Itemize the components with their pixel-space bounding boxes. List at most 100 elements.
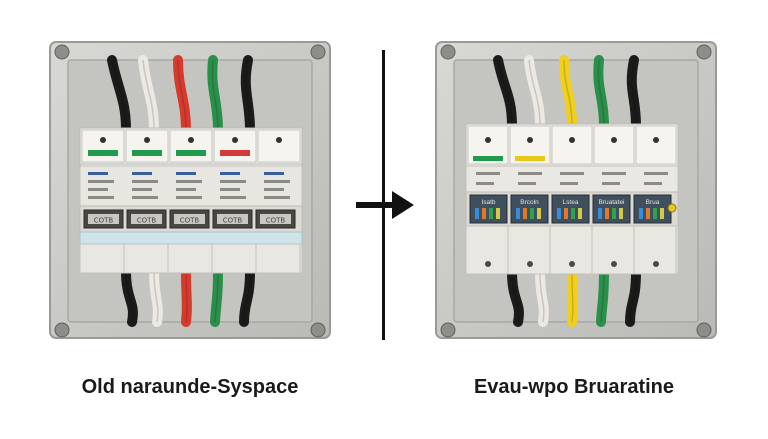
wire bbox=[173, 55, 191, 135]
wire bbox=[149, 266, 163, 327]
wire-strand bbox=[496, 208, 500, 219]
module-cover bbox=[635, 125, 677, 165]
status-indicator bbox=[132, 150, 162, 156]
spec-text-line bbox=[264, 180, 290, 183]
terminal-screw-icon bbox=[232, 137, 238, 143]
module-cover bbox=[213, 129, 257, 163]
spec-text-line bbox=[132, 196, 158, 199]
spec-text-line bbox=[176, 172, 196, 175]
terminal-screw-icon bbox=[527, 261, 533, 267]
screw-icon bbox=[440, 322, 456, 338]
wire-strand bbox=[660, 208, 664, 219]
wire bbox=[559, 55, 577, 131]
spec-text-line bbox=[88, 172, 108, 175]
wires-top bbox=[493, 55, 641, 131]
terminal-screw-icon bbox=[100, 137, 106, 143]
spec-text-line bbox=[132, 188, 152, 191]
wire bbox=[507, 267, 524, 327]
wire-strand bbox=[516, 208, 520, 219]
wire bbox=[138, 55, 159, 135]
terminal-screw-icon bbox=[569, 137, 575, 143]
caption-new: Evau-wpo Bruaratine bbox=[473, 376, 675, 398]
wire bbox=[493, 55, 517, 131]
terminal-screw-icon bbox=[611, 261, 617, 267]
wires-bottom bbox=[121, 266, 255, 327]
spec-text-line bbox=[518, 172, 542, 175]
wire bbox=[593, 55, 609, 131]
screw-icon bbox=[54, 322, 70, 338]
terminal-screw-icon bbox=[276, 137, 282, 143]
spec-text-line bbox=[476, 172, 500, 175]
breaker-window bbox=[88, 214, 119, 224]
breaker-label: Isatb bbox=[481, 199, 495, 206]
module-cover bbox=[169, 129, 213, 163]
terminal-screw-icon bbox=[485, 137, 491, 143]
status-indicator bbox=[220, 150, 250, 156]
terminal-screw-icon bbox=[527, 137, 533, 143]
wire-strand bbox=[564, 208, 568, 219]
wire-strand bbox=[612, 208, 616, 219]
wire-strand bbox=[571, 208, 575, 219]
breaker-label: COTB bbox=[180, 217, 200, 225]
breaker-label: COTB bbox=[266, 217, 286, 225]
spec-text-line bbox=[560, 172, 584, 175]
spec-text-line bbox=[476, 182, 494, 185]
module-cover bbox=[81, 129, 125, 163]
breaker-window bbox=[131, 214, 162, 224]
breaker-label: COTB bbox=[94, 217, 114, 225]
breaker-label: COTB bbox=[223, 217, 243, 225]
wire bbox=[210, 266, 223, 327]
module-cover bbox=[257, 129, 301, 163]
terminal-screw-icon bbox=[485, 261, 491, 267]
terminal-screw-icon bbox=[653, 137, 659, 143]
spec-text-line bbox=[644, 182, 662, 185]
spec-text-line bbox=[88, 180, 114, 183]
spec-text-line bbox=[220, 180, 246, 183]
wire-strand bbox=[489, 208, 493, 219]
spec-text-line bbox=[220, 172, 240, 175]
breaker-label: Brua bbox=[646, 199, 660, 206]
status-indicator bbox=[88, 150, 118, 156]
wire-strand bbox=[598, 208, 602, 219]
wire bbox=[239, 266, 255, 327]
right-arrow-icon bbox=[356, 191, 414, 224]
wire-strand bbox=[578, 208, 582, 219]
wire bbox=[121, 266, 138, 327]
indicator-lamp-icon bbox=[667, 203, 677, 213]
wires-bottom bbox=[507, 267, 641, 327]
wire bbox=[535, 267, 549, 327]
terminal-screw-icon bbox=[611, 137, 617, 143]
spec-text-line bbox=[176, 188, 196, 191]
terminal-screw-icon bbox=[188, 137, 194, 143]
spec-text-line bbox=[560, 182, 578, 185]
wire-strand bbox=[475, 208, 479, 219]
breaker-label: Lstea bbox=[563, 199, 579, 206]
wire bbox=[240, 55, 255, 135]
module-cover bbox=[551, 125, 593, 165]
wire bbox=[567, 267, 578, 327]
spec-text-line bbox=[518, 182, 536, 185]
status-indicator bbox=[176, 150, 206, 156]
wire bbox=[207, 55, 223, 135]
spec-text-line bbox=[132, 172, 152, 175]
old-panel-photo: COTB COTB COTB COTB COTB bbox=[46, 38, 336, 346]
breaker-label: COTB bbox=[137, 217, 157, 225]
wire-strand bbox=[646, 208, 650, 219]
breaker-window bbox=[217, 214, 248, 224]
wire-strand bbox=[537, 208, 541, 219]
spec-text-line bbox=[176, 180, 202, 183]
spec-text-line bbox=[602, 172, 626, 175]
wire-strand bbox=[639, 208, 643, 219]
terminal-screw-icon bbox=[569, 261, 575, 267]
screw-icon bbox=[310, 322, 326, 338]
wires-top bbox=[107, 55, 255, 135]
wire bbox=[625, 267, 641, 327]
wire-strand bbox=[605, 208, 609, 219]
module-cover bbox=[593, 125, 635, 165]
wire-strand bbox=[619, 208, 623, 219]
spec-text-line bbox=[88, 196, 114, 199]
breaker-window bbox=[174, 214, 205, 224]
divider-line bbox=[382, 50, 385, 340]
wire-strand bbox=[557, 208, 561, 219]
